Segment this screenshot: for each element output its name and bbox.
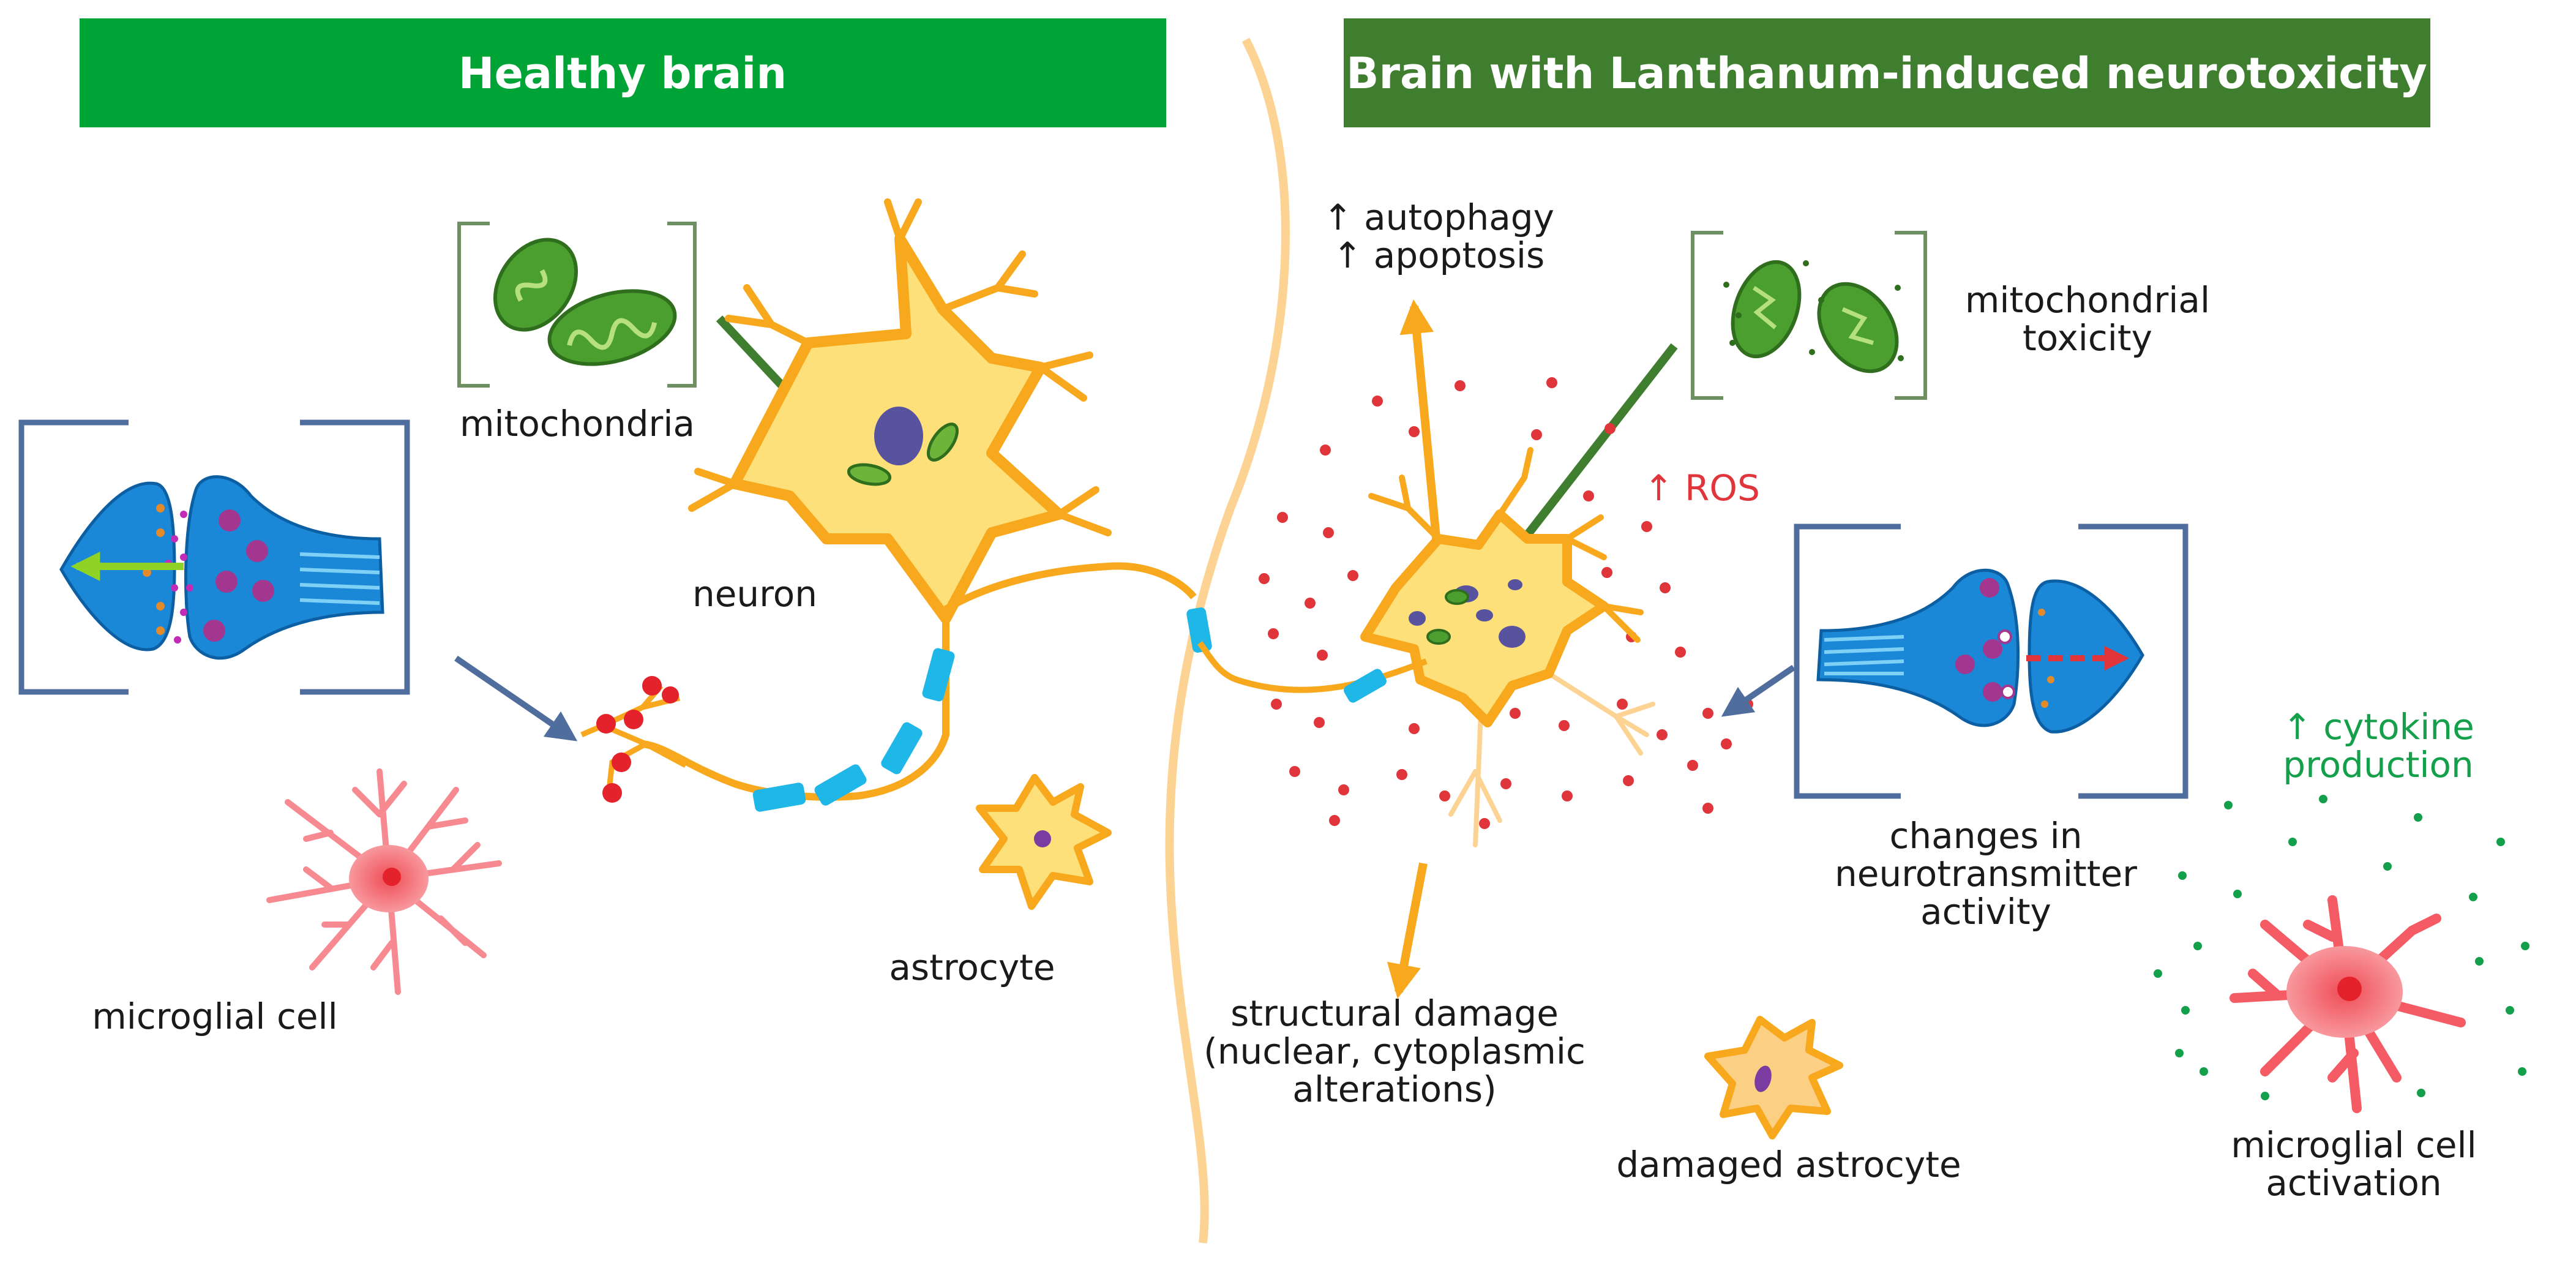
neurotransmitter-label-2: neurotransmitter: [1835, 853, 2137, 895]
structural-damage-label-2: (nuclear, cytoplasmic: [1204, 1030, 1586, 1072]
neuron-toxic: [1197, 447, 1655, 847]
neuron-label: neuron: [692, 573, 817, 615]
toxic-header: Brain with Lanthanum-induced neurotoxici…: [1344, 18, 2430, 127]
astrocyte-damaged: [1704, 1016, 1843, 1139]
toxic-header-title: Brain with Lanthanum-induced neurotoxici…: [1346, 48, 2427, 99]
structural-damage-label-1: structural damage: [1230, 993, 1559, 1034]
microglia-activated: [2230, 895, 2466, 1113]
microglia-healthy: [266, 768, 502, 995]
cytokine-label-1: ↑ cytokine: [2282, 706, 2474, 748]
structural-damage-label-3: alterations): [1292, 1068, 1496, 1110]
mitochondria-icon: [493, 238, 677, 366]
cytokine-label-2: production: [2283, 744, 2473, 786]
astrocyte-label: astrocyte: [889, 947, 1055, 988]
mitochondrial-toxicity-label-2: toxicity: [2023, 317, 2152, 359]
microglial-activation-label-2: activation: [2266, 1162, 2441, 1204]
synapse-toxic-to-neuron-arrow: [1721, 664, 1795, 717]
synapse-box-healthy: [18, 419, 410, 695]
neuron-healthy: [580, 198, 1212, 812]
astrocyte-healthy: [976, 774, 1112, 910]
mitochondria-box-healthy: [457, 222, 697, 388]
microglial-activation-label-1: microglial cell: [2231, 1124, 2477, 1166]
mitochondria-box-toxic: [1691, 231, 1927, 400]
cytokine-dots: [2154, 795, 2529, 1100]
ros-label: ↑ ROS: [1644, 467, 1760, 509]
synapse-healthy: [59, 475, 384, 660]
mitochondrial-toxicity-label-1: mitochondrial: [1965, 279, 2210, 321]
damaged-mitochondria-icon: [1723, 260, 1904, 373]
synapse-to-terminal-arrow: [454, 655, 578, 741]
neurotransmitter-label-1: changes in: [1890, 815, 2083, 857]
microglial-cell-label: microglial cell: [92, 996, 338, 1037]
neuron-to-apoptosis-arrow: [1399, 299, 1443, 564]
divider-line: [1165, 37, 1290, 1244]
neuron-to-structural-arrow: [1387, 862, 1428, 999]
healthy-header: Healthy brain: [80, 18, 1166, 127]
synapse-box-toxic: [1794, 524, 2188, 799]
ros-dots: [1259, 377, 1753, 829]
healthy-header-title: Healthy brain: [459, 48, 787, 99]
autophagy-label: ↑ autophagy: [1323, 197, 1554, 238]
synapse-toxic: [1816, 568, 2144, 734]
mitochondria-label: mitochondria: [460, 403, 695, 445]
neurotransmitter-label-3: activity: [1920, 891, 2051, 933]
damaged-astrocyte-label: damaged astrocyte: [1616, 1144, 1961, 1185]
apoptosis-label: ↑ apoptosis: [1333, 235, 1544, 276]
